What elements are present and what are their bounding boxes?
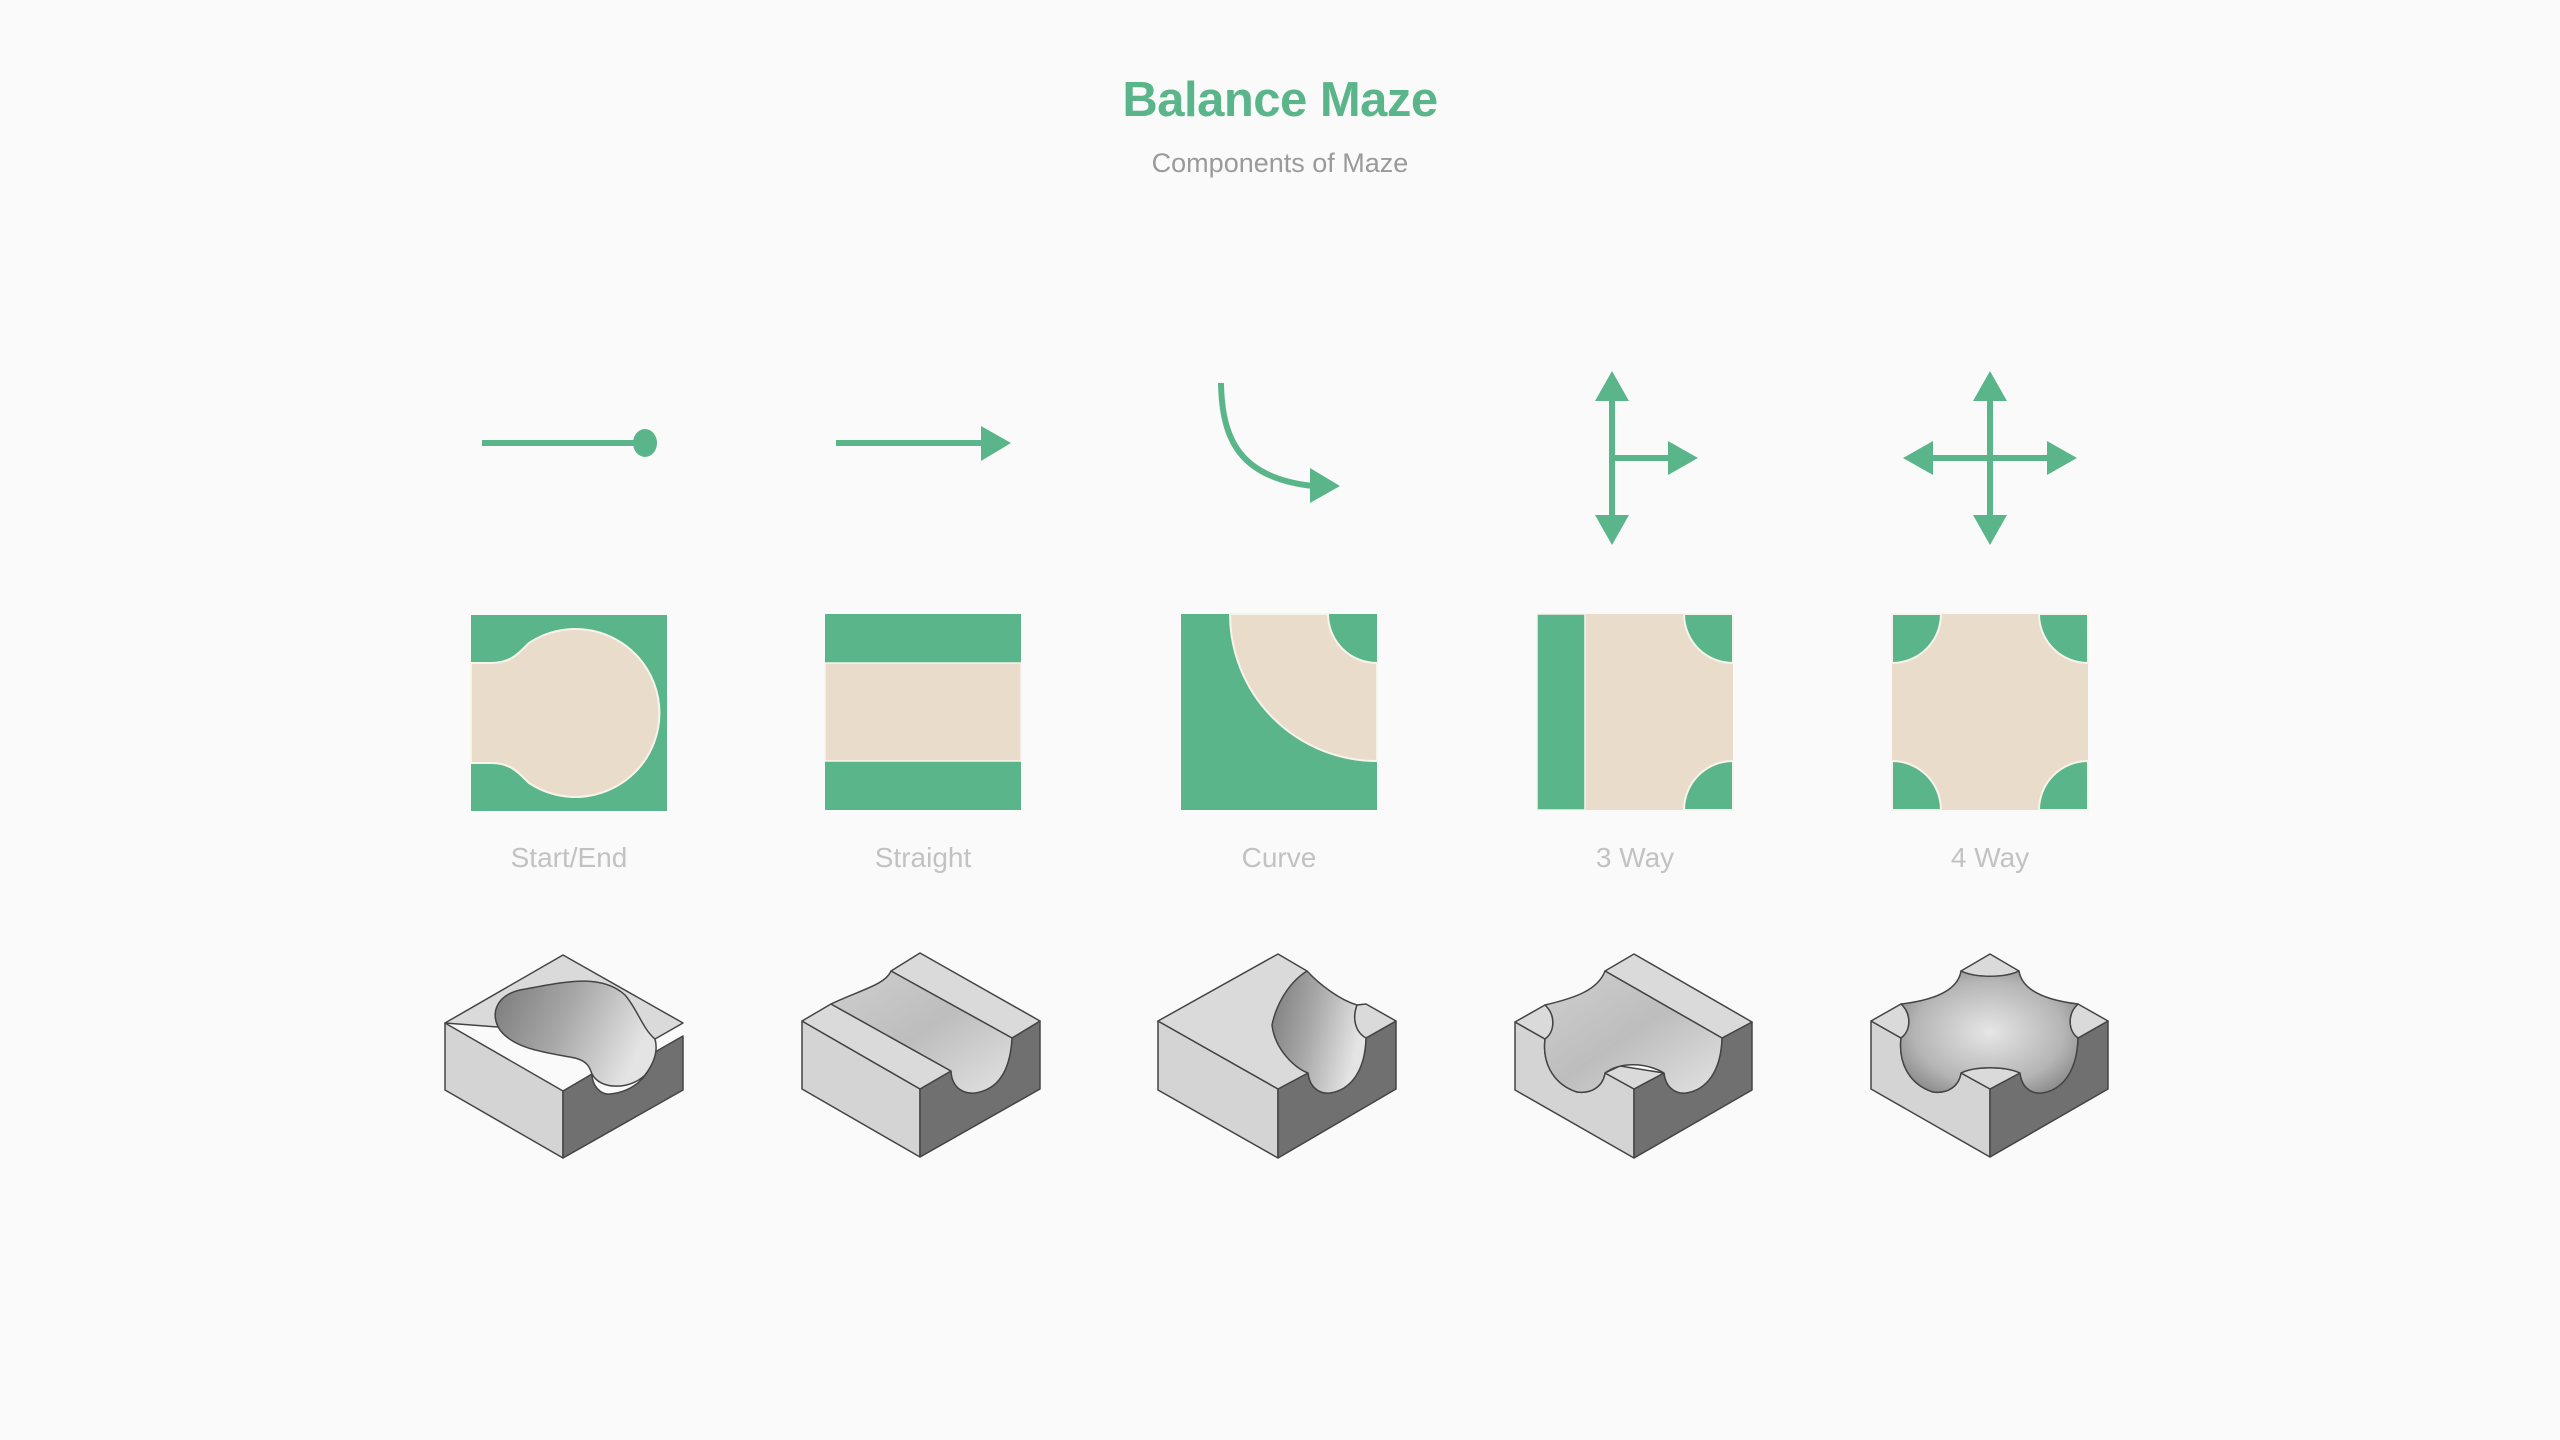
curved-arrow-icon <box>1218 382 1340 503</box>
block-straight <box>801 952 1041 1158</box>
tile-curve <box>1181 613 1378 810</box>
line-with-dot-icon <box>482 429 657 457</box>
label-three-way: 3 Way <box>1595 842 1675 873</box>
block-curve <box>1157 953 1397 1159</box>
page-subtitle: Components of Maze <box>1151 148 1409 178</box>
tile-straight <box>824 614 1022 810</box>
label-curve: Curve <box>1241 842 1317 873</box>
block-start-end <box>444 954 684 1159</box>
three-way-arrow-icon <box>1595 371 1698 545</box>
label-start-end: Start/End <box>510 842 628 873</box>
arrow-right-icon <box>836 426 1011 461</box>
tile-four-way <box>1891 613 2089 811</box>
tile-start-end <box>470 615 667 811</box>
four-way-arrow-icon <box>1903 371 2077 545</box>
tile-three-way <box>1536 613 1734 811</box>
block-four-way <box>1870 953 2109 1158</box>
label-four-way: 4 Way <box>1950 842 2030 873</box>
page-title: Balance Maze <box>1122 73 1438 127</box>
block-three-way <box>1514 953 1753 1159</box>
label-straight: Straight <box>874 842 972 873</box>
